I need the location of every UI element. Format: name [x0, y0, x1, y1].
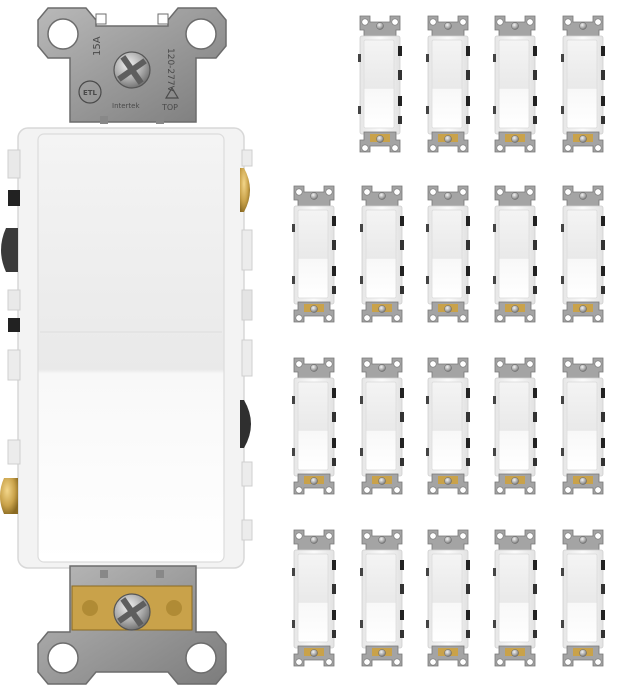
cert-mark-text: ETL	[83, 89, 98, 97]
rating-volts: 120-277V	[165, 48, 175, 93]
switch-thumbnail	[560, 529, 606, 667]
switch-thumbnail	[291, 357, 337, 495]
switch-thumbnail	[425, 357, 471, 495]
large-switch: 15A 120-277V ETL Intertek TOP	[0, 7, 253, 685]
switch-thumbnail	[357, 15, 403, 153]
mounting-screw-icon	[113, 593, 151, 631]
mount-hole-icon	[47, 642, 79, 674]
top-mounting-strap: 15A 120-277V ETL Intertek TOP	[37, 7, 227, 124]
switch-thumbnail	[425, 15, 471, 153]
switch-thumbnail	[492, 357, 538, 495]
strap-orientation: TOP	[161, 103, 178, 112]
switch-thumbnail	[425, 185, 471, 323]
mount-hole-icon	[47, 18, 79, 50]
switch-thumbnail	[560, 185, 606, 323]
switch-thumbnail	[291, 185, 337, 323]
switch-pack-grid	[291, 15, 606, 667]
mounting-screw-icon	[113, 51, 151, 89]
mount-hole-icon	[185, 18, 217, 50]
switch-thumbnail	[291, 529, 337, 667]
brass-terminal-screw-icon	[0, 478, 18, 514]
etl-cert-icon: ETL	[78, 80, 102, 104]
mount-hole-icon	[185, 642, 217, 674]
brass-terminal-screw-icon	[240, 168, 250, 212]
rocker-paddle	[37, 133, 225, 563]
rating-amps: 15A	[92, 36, 103, 56]
top-arrow-icon	[164, 86, 180, 99]
switch-thumbnail	[359, 357, 405, 495]
switch-thumbnail	[560, 15, 606, 153]
switch-thumbnail	[359, 185, 405, 323]
switch-thumbnail	[492, 15, 538, 153]
strap-brand: Intertek	[112, 102, 140, 110]
switch-thumbnail	[492, 529, 538, 667]
switch-thumbnail	[359, 529, 405, 667]
bottom-mounting-strap	[37, 565, 227, 685]
switch-thumbnail	[425, 529, 471, 667]
switch-thumbnail	[492, 185, 538, 323]
switch-thumbnail	[560, 357, 606, 495]
